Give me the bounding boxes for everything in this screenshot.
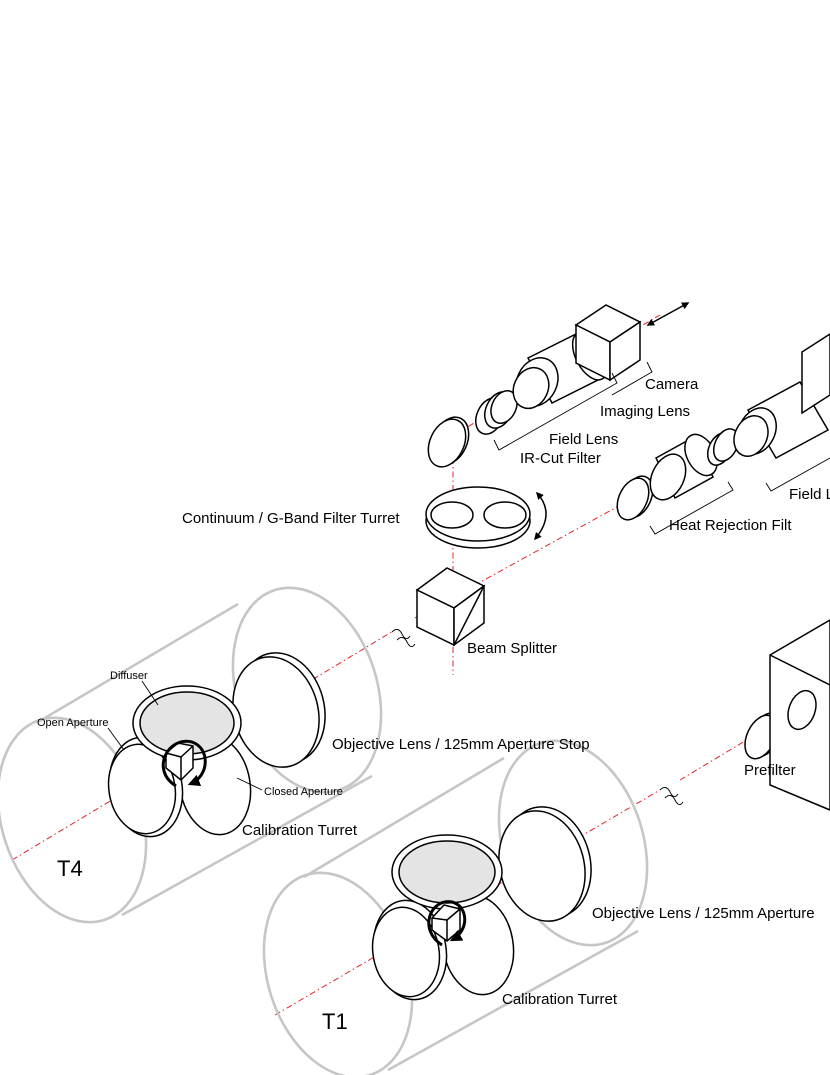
imaging-lens-bracket [493, 372, 618, 451]
field-lens-right [706, 428, 740, 466]
calibration-turret-t4 [107, 685, 252, 838]
heat-rejection-filter [616, 433, 718, 521]
diffuser-leader [141, 680, 159, 706]
label-field-lens-top: Field Lens [549, 431, 618, 448]
label-closed-aperture: Closed Aperture [264, 786, 343, 798]
field-lens-right-bracket [765, 457, 830, 492]
label-calibration-t4: Calibration Turret [242, 822, 358, 839]
label-tube-t4: T4 [57, 856, 83, 881]
field-lens-top [474, 390, 518, 435]
filter-turret [425, 486, 547, 549]
open-aperture-leader [107, 727, 125, 751]
camera-focus-arrow [646, 302, 690, 326]
label-prefilter: Prefilter [744, 762, 796, 779]
axis-break-t1 [659, 787, 684, 805]
label-beam-splitter: Beam Splitter [467, 640, 557, 657]
calibration-turret-t1 [371, 834, 515, 1001]
axis-break-t4 [391, 629, 416, 647]
optical-axis-prefilter [679, 689, 830, 781]
diffuser-disc-t1 [398, 840, 496, 904]
imaging-lens-right [733, 333, 830, 460]
label-ir-cut-filter: IR-Cut Filter [520, 450, 601, 467]
label-field-lens-right: Field L [789, 486, 830, 503]
label-imaging-lens-top: Imaging Lens [600, 403, 690, 420]
heat-rejection-bracket [649, 481, 734, 535]
label-heat-rejection: Heat Rejection Filt [669, 517, 792, 534]
closed-aperture-leader [236, 777, 263, 791]
label-diffuser: Diffuser [110, 670, 148, 682]
label-tube-t1: T1 [322, 1009, 348, 1034]
beam-splitter [415, 567, 486, 647]
camera-bracket [611, 361, 653, 396]
ir-cut-filter [427, 416, 470, 468]
label-objective-t1: Objective Lens / 125mm Aperture [592, 905, 815, 922]
filtergraph-box [769, 619, 830, 811]
objective-lens-t4 [232, 652, 326, 768]
label-open-aperture: Open Aperture [37, 717, 109, 729]
label-camera: Camera [645, 376, 699, 393]
label-calibration-t1: Calibration Turret [502, 991, 618, 1008]
objective-lens-t1 [498, 806, 592, 922]
label-objective-t4: Objective Lens / 125mm Aperture Stop [332, 736, 590, 753]
camera-top [574, 302, 690, 382]
label-filter-turret: Continuum / G-Band Filter Turret [182, 510, 400, 527]
